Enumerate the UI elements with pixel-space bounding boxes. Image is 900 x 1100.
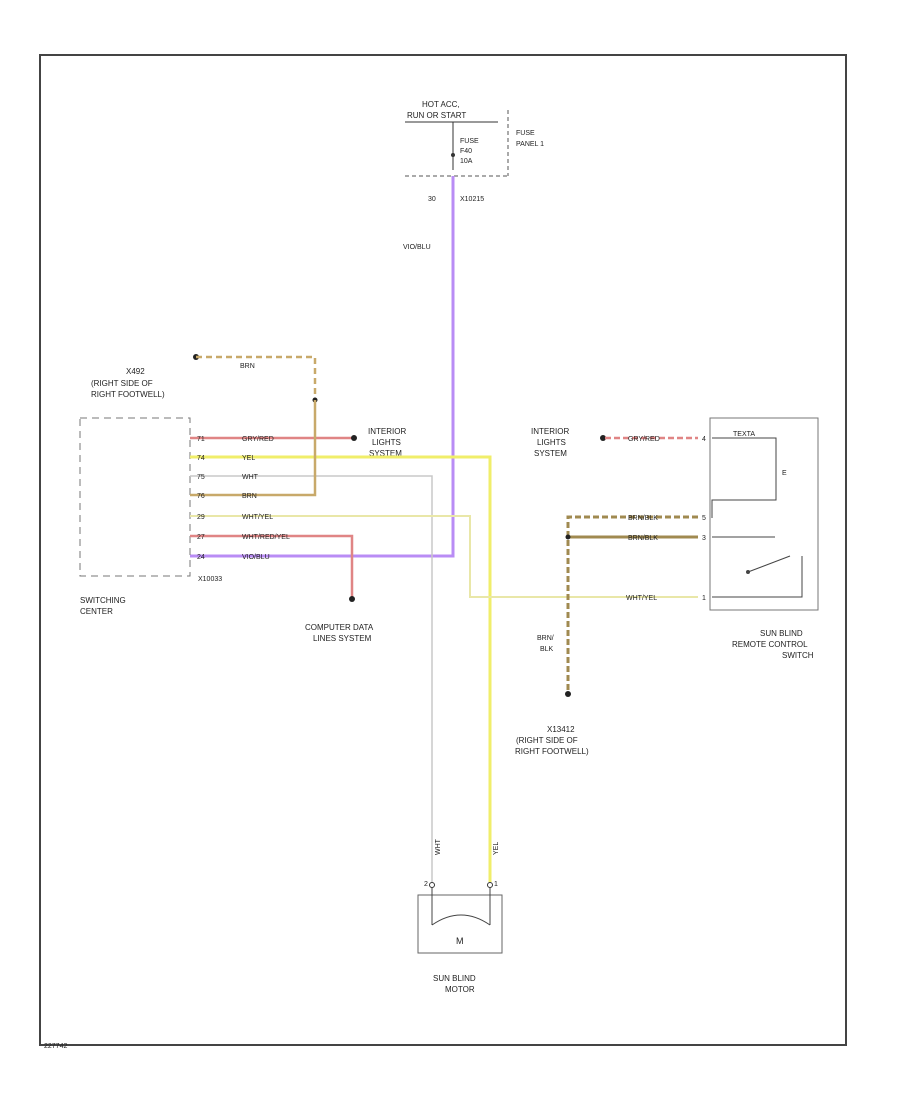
ground-x13412-wire-2: BLK xyxy=(540,646,554,653)
wire-label-brn: BRN xyxy=(242,493,257,500)
wire-label-gry-red-right: GRY/RED xyxy=(628,436,660,443)
wire-label-yel: YEL xyxy=(242,455,255,462)
power-pin: 30 xyxy=(428,196,436,203)
pin-27: 27 xyxy=(197,534,205,541)
motor-label-2: MOTOR xyxy=(445,985,475,994)
wire-label-gry-red-left: GRY/RED xyxy=(242,436,274,443)
motor-wire-label-wht: WHT xyxy=(435,838,442,855)
ground-x492-wire: BRN xyxy=(240,363,255,370)
wire-label-vio-blu-bottom: VIO/BLU xyxy=(242,554,270,561)
footer-code: 227742 xyxy=(44,1043,67,1050)
interior-lights-right: INTERIOR LIGHTS SYSTEM xyxy=(531,427,606,458)
computer-data-label-1: COMPUTER DATA xyxy=(305,623,374,632)
computer-data-lines: COMPUTER DATA LINES SYSTEM xyxy=(305,623,374,643)
switch-pin-3: 3 xyxy=(702,535,706,542)
interior-lights-right-3: SYSTEM xyxy=(534,449,567,458)
wire-label-wht-red-yel: WHT/RED/YEL xyxy=(242,534,290,541)
wire-label-wht: WHT xyxy=(242,474,259,481)
wire-wht-red-yel xyxy=(190,534,354,598)
ground-x13412-label-3: RIGHT FOOTWELL) xyxy=(515,747,589,756)
motor-wire-label-yel: YEL xyxy=(493,842,500,855)
ground-x492-label-1: X492 xyxy=(126,367,145,376)
interior-lights-left-1: INTERIOR xyxy=(368,427,406,436)
ground-x13412-wire-1: BRN/ xyxy=(537,635,554,642)
pin-76: 76 xyxy=(197,493,205,500)
pin-29: 29 xyxy=(197,514,205,521)
fuse-label-2: F40 xyxy=(460,148,472,155)
power-connector: X10215 xyxy=(460,196,484,203)
computer-data-label-2: LINES SYSTEM xyxy=(313,634,372,643)
wire-label-brn-blk-3: BRN/BLK xyxy=(628,535,658,542)
interior-lights-left: INTERIOR LIGHTS SYSTEM xyxy=(368,427,406,458)
switch-label-3: SWITCH xyxy=(782,651,814,660)
motor-symbol: M xyxy=(456,936,464,946)
wire-label-wht-yel: WHT/YEL xyxy=(242,514,273,521)
interior-lights-right-1: INTERIOR xyxy=(531,427,569,436)
wire-vio-blu xyxy=(190,176,455,558)
interior-lights-left-3: SYSTEM xyxy=(369,449,402,458)
power-label-1: HOT ACC, xyxy=(422,100,460,109)
ground-x492-label-3: RIGHT FOOTWELL) xyxy=(91,390,165,399)
switch-label-1: SUN BLIND xyxy=(760,629,803,638)
motor-pin-right: 1 xyxy=(494,881,498,888)
wire-yel xyxy=(190,455,492,882)
motor-label-1: SUN BLIND xyxy=(433,974,476,983)
wire-wht-yel xyxy=(190,515,698,598)
switch-pin-5: 5 xyxy=(702,515,706,522)
switch-pin-4: 4 xyxy=(702,436,706,443)
power-label-2: RUN OR START xyxy=(407,111,466,120)
wire-brn-blk-5 xyxy=(566,515,698,693)
wire-brn-left xyxy=(190,400,317,497)
motor-pin-left: 2 xyxy=(424,881,428,888)
interior-lights-left-2: LIGHTS xyxy=(372,438,401,447)
fuse-label-3: 10A xyxy=(460,158,473,165)
pin-74: 74 xyxy=(197,455,205,462)
ground-x13412-label-1: X13412 xyxy=(547,725,575,734)
wire-wht xyxy=(190,475,433,882)
pin-75: 75 xyxy=(197,474,205,481)
sun-blind-motor: M 2 1 SUN BLIND MOTOR xyxy=(417,881,503,994)
ground-x492-label-2: (RIGHT SIDE OF xyxy=(91,379,153,388)
ground-x13412-label-2: (RIGHT SIDE OF xyxy=(516,736,578,745)
switching-center: SWITCHING CENTER X10033 xyxy=(79,417,222,616)
switching-center-connector: X10033 xyxy=(198,576,222,583)
pin-24: 24 xyxy=(197,554,205,561)
switching-center-label-2: CENTER xyxy=(80,607,113,616)
wire-label-vio-blu-top: VIO/BLU xyxy=(403,244,431,251)
switching-center-label-1: SWITCHING xyxy=(80,596,126,605)
fuse-label-1: FUSE xyxy=(460,138,479,145)
fuse-panel-label-1: FUSE xyxy=(516,130,535,137)
sun-blind-remote-control-switch: 4 5 3 1 TEXTA E SUN BLIND REMOTE CONTROL… xyxy=(702,417,819,660)
switch-led-label: E xyxy=(782,470,787,477)
power-source: HOT ACC, RUN OR START FUSE F40 10A FUSE … xyxy=(405,100,544,203)
interior-lights-right-2: LIGHTS xyxy=(537,438,566,447)
switch-lamp-label: TEXTA xyxy=(733,431,755,438)
pin-71: 71 xyxy=(197,436,205,443)
switch-pin-1: 1 xyxy=(702,595,706,602)
ground-x13412: BRN/ BLK X13412 (RIGHT SIDE OF RIGHT FOO… xyxy=(515,635,589,756)
switch-label-2: REMOTE CONTROL xyxy=(732,640,808,649)
wire-label-brn-blk-5: BRN/BLK xyxy=(628,515,658,522)
ground-x492: BRN X492 (RIGHT SIDE OF RIGHT FOOTWELL) xyxy=(91,354,318,403)
fuse-panel-label-2: PANEL 1 xyxy=(516,141,544,148)
diagram-border xyxy=(39,54,847,1046)
wire-label-wht-yel-right: WHT/YEL xyxy=(626,595,657,602)
